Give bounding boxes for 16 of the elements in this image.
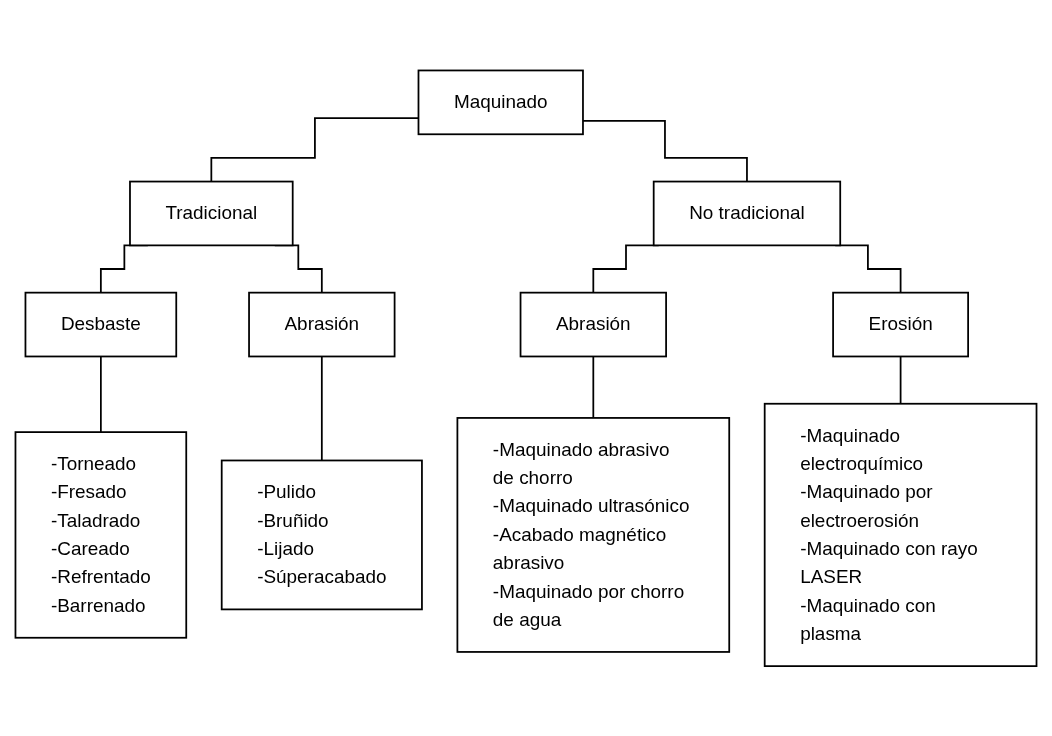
node-box: Tradicional [129,180,294,246]
node-box: Desbaste [24,291,178,358]
connector [899,355,902,405]
connector [582,119,748,183]
node-box: -Pulido -Bruñido -Lijado -Súperacabado [220,459,423,610]
node-box: Maquinado [417,69,584,135]
node-box: -Maquinado electroquímico -Maquinado por electroerosión -Maquinado con rayo LASER -Maquinado con plasma [763,402,1038,667]
node-box: Abrasión [519,291,667,358]
node-box: Abrasión [248,291,396,358]
connector [592,355,595,419]
node-box: -Torneado -Fresado -Taladrado -Careado -Refrentado -Barrenado [14,430,188,639]
node-box: -Maquinado abrasivo de chorro -Maquinado ultrasónico -Acabado magnético abrasivo -Maquinado por chorro de agua [456,416,731,653]
connector [99,355,102,433]
node-box: No tradicional [652,180,842,246]
node-box: Erosión [832,291,969,358]
connector [320,355,323,462]
